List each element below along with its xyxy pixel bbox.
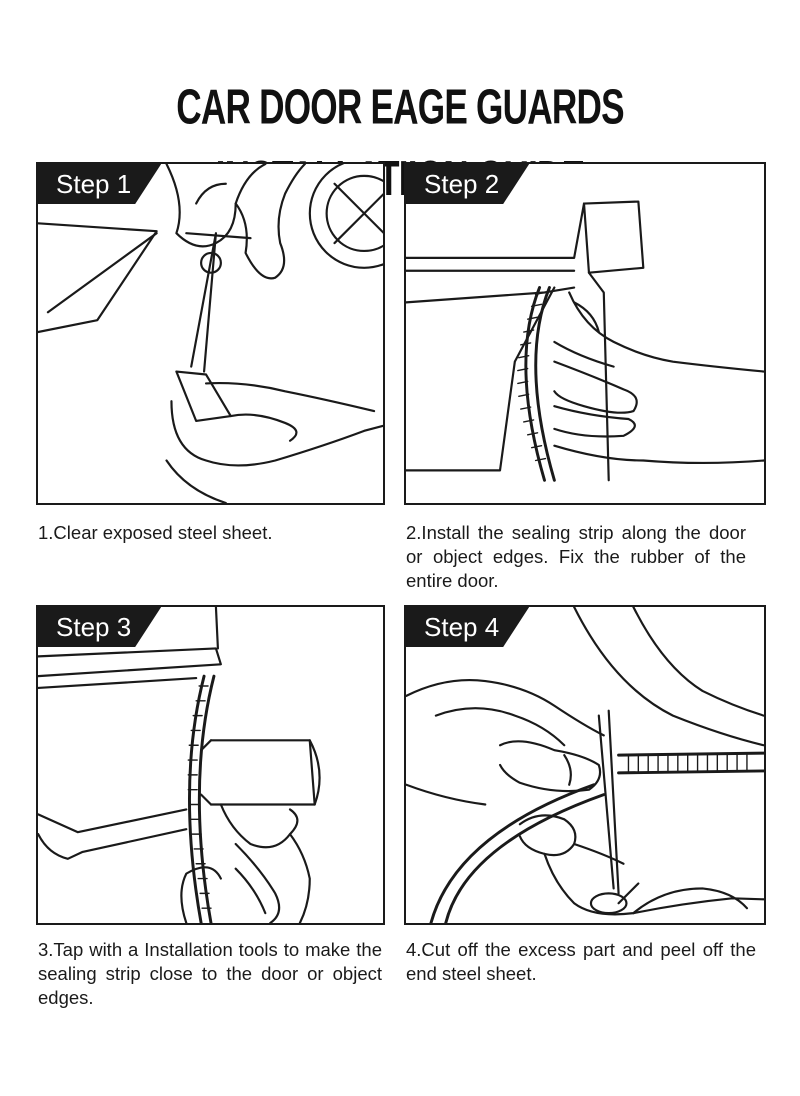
step-2-caption: 2.Install the sealing strip along the do… <box>406 522 746 591</box>
tap-hammer-illustration <box>38 607 321 923</box>
step-3-illustration: Step 3 <box>36 605 385 925</box>
step-4-caption: 4.Cut off the excess part and peel off t… <box>406 939 756 984</box>
cut-scissors-illustration <box>406 607 764 923</box>
step-1-illustration: Step 1 <box>36 162 385 505</box>
tweezers-peel-illustration <box>38 164 383 503</box>
install-strip-illustration <box>406 200 764 482</box>
step-4-illustration: Step 4 <box>404 605 766 925</box>
step-1-caption: 1.Clear exposed steel sheet. <box>38 522 273 543</box>
step-2-illustration: Step 2 <box>404 162 766 505</box>
step-3-caption: 3.Tap with a Installation tools to make … <box>38 939 382 1008</box>
